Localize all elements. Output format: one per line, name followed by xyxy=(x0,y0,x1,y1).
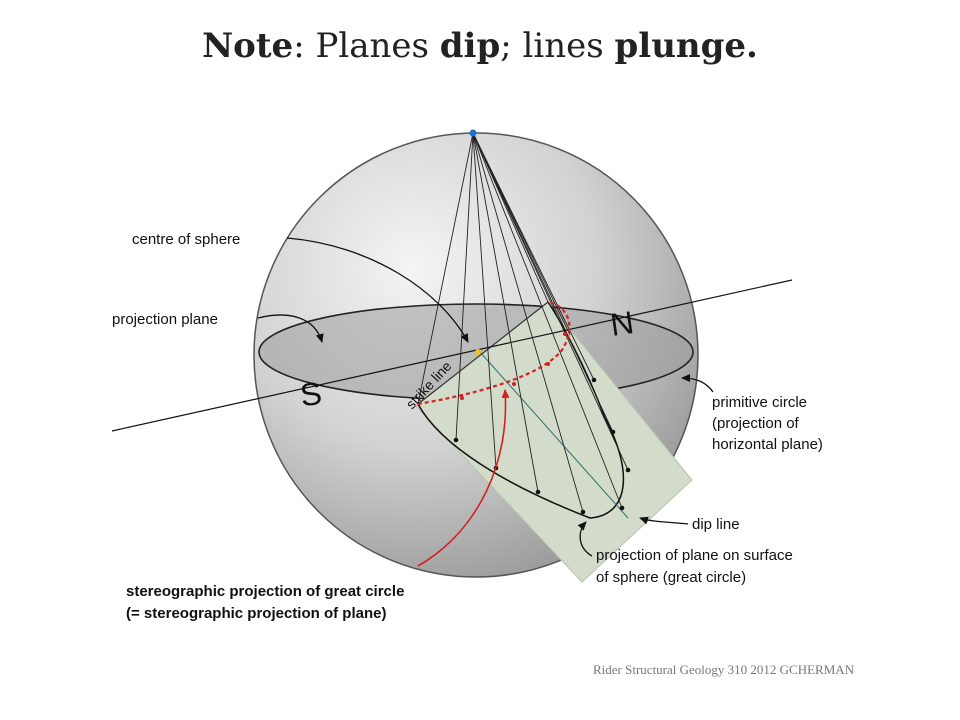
great-circle-label-1: projection of plane on surface xyxy=(596,547,793,564)
projection-plane-label: projection plane xyxy=(112,311,218,328)
centre-of-sphere-label: centre of sphere xyxy=(132,231,240,248)
centre-arrow xyxy=(286,237,469,343)
footer-credit: Rider Structural Geology 310 2012 GCHERM… xyxy=(593,662,855,677)
dip-line xyxy=(479,351,629,519)
south-label: S xyxy=(298,375,324,414)
page-title: Note: Planes dip; lines plunge. xyxy=(0,26,960,66)
centre-point xyxy=(475,349,481,355)
zenith-point xyxy=(469,129,477,137)
dip-line-label: dip line xyxy=(692,516,740,533)
projection-rays xyxy=(417,132,629,513)
title-plunge: plunge. xyxy=(614,26,758,66)
strike-line xyxy=(417,301,549,405)
projection-plane-arrow xyxy=(257,314,324,343)
stereographic-label-1: stereographic projection of great circle xyxy=(126,583,404,600)
primitive-circle-label-2: (projection of xyxy=(712,415,800,432)
primitive-circle-label-3: horizontal plane) xyxy=(712,436,823,453)
north-label: N xyxy=(608,304,636,343)
primitive-circle-arrow xyxy=(681,374,714,393)
great-circle-label-2: of sphere (great circle) xyxy=(596,569,746,586)
stereographic-points xyxy=(460,332,567,400)
stereographic-arc xyxy=(417,300,571,406)
title-dip: dip xyxy=(439,26,501,66)
primitive-circle-label-1: primitive circle xyxy=(712,394,807,411)
stereographic-red-arrow xyxy=(417,389,510,567)
dip-line-arrow xyxy=(639,516,689,525)
diagonal-line xyxy=(111,279,793,432)
title-note: Note xyxy=(202,26,294,66)
title-text-2: ; lines xyxy=(500,26,615,66)
great-circle xyxy=(417,301,625,519)
great-circle-arrow xyxy=(577,521,593,557)
title-text-1: : Planes xyxy=(293,26,440,66)
stereographic-label-2: (= stereographic projection of plane) xyxy=(126,605,386,622)
